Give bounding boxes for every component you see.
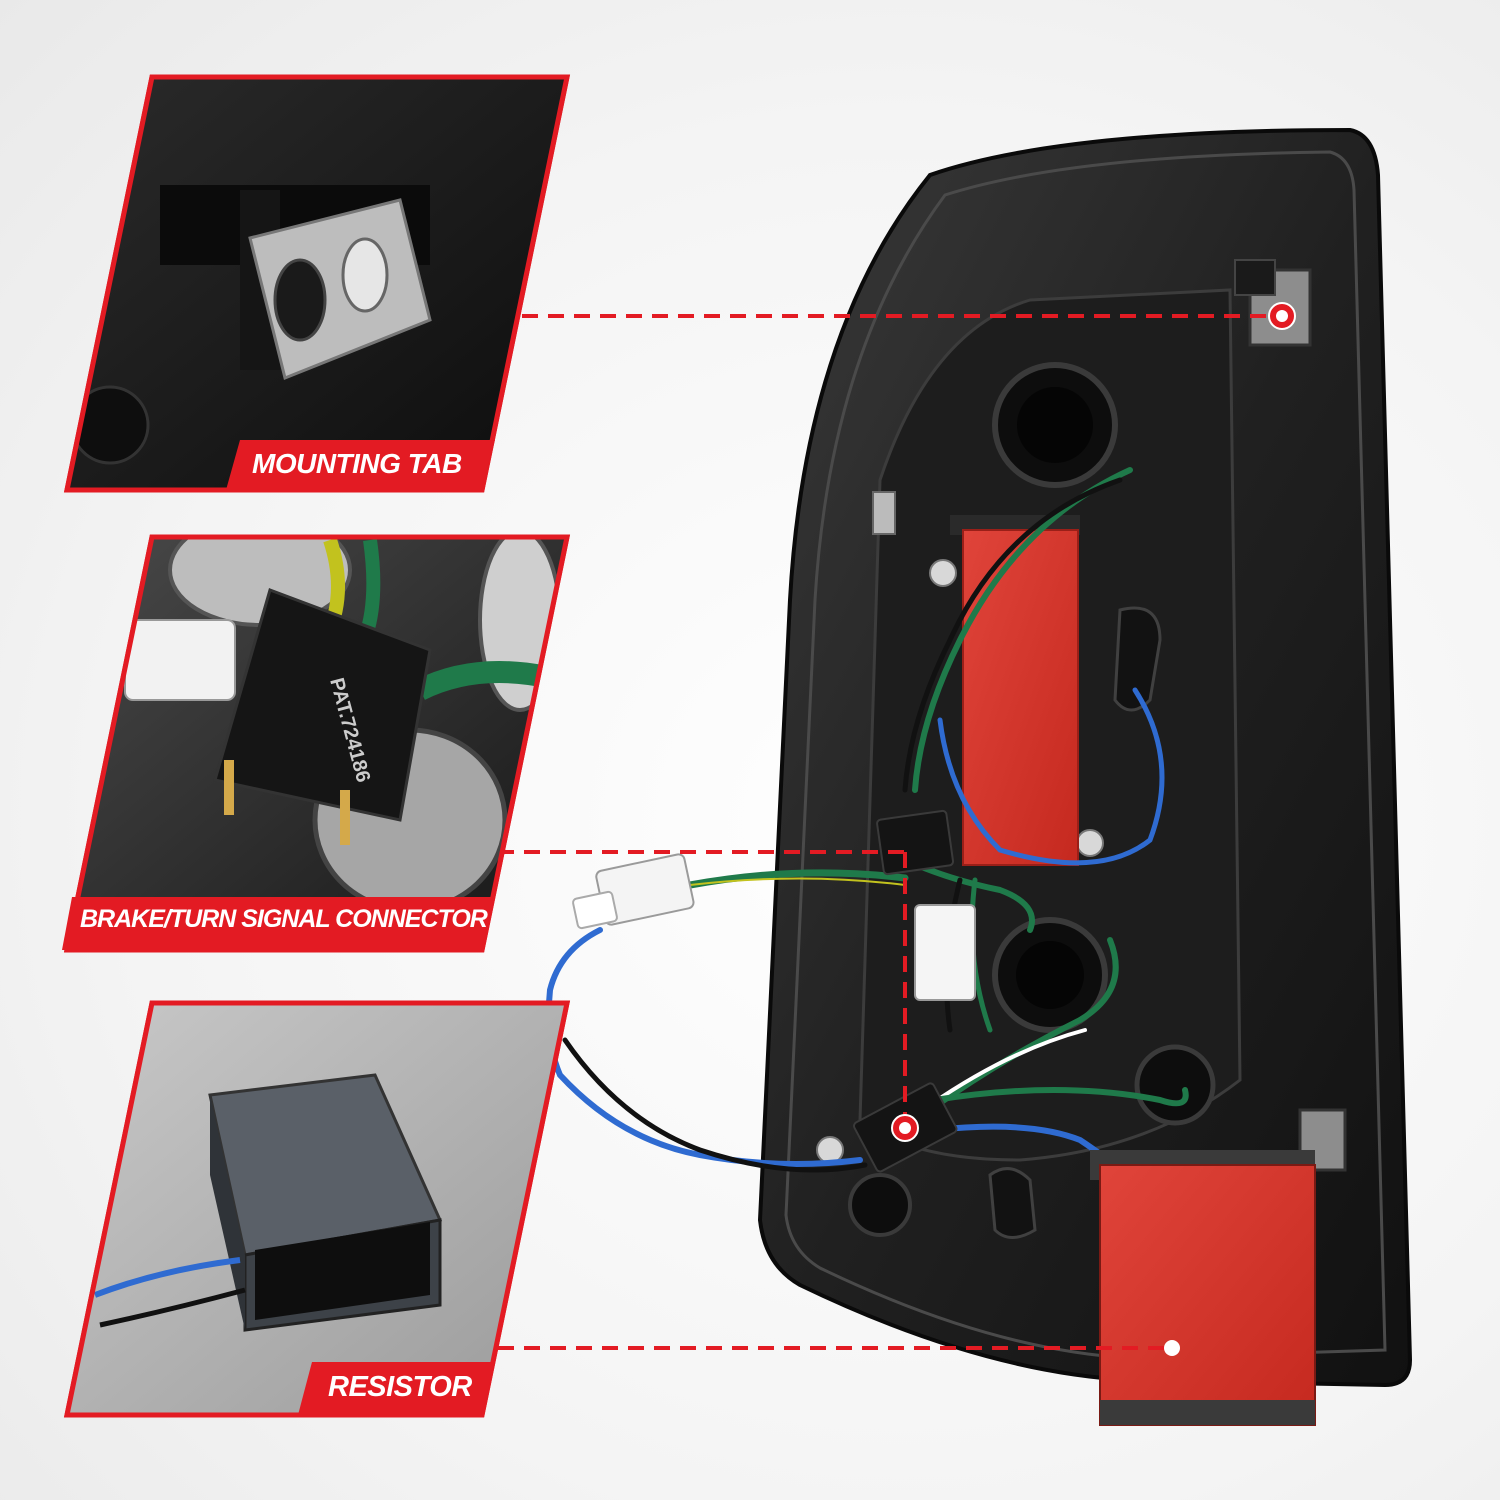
white-connector-housing [914,904,976,1001]
resistor-unit [1090,1150,1316,1426]
mounting-tab-label: MOUNTING TAB [252,448,462,479]
black-connector-upper [876,809,955,876]
white-connector [572,853,695,930]
wiring-harness [545,467,1189,1173]
mounting-stud [872,491,896,535]
tail-light-housing [757,127,1413,1388]
screw [929,559,957,587]
resistor-label: RESISTOR [328,1371,472,1403]
brake-turn-connector-label: BRAKE/TURN SIGNAL CONNECTOR [80,905,488,933]
callout-panel-mounting-tab [63,74,571,493]
callout-pointer-dots [891,302,1296,1356]
screw [1076,829,1104,857]
screw [816,1136,844,1164]
callout-panel-resistor [63,1000,571,1418]
callout-leader-lines [498,314,1282,1350]
callout-panel-connector: PAT.724186 [62,534,571,953]
